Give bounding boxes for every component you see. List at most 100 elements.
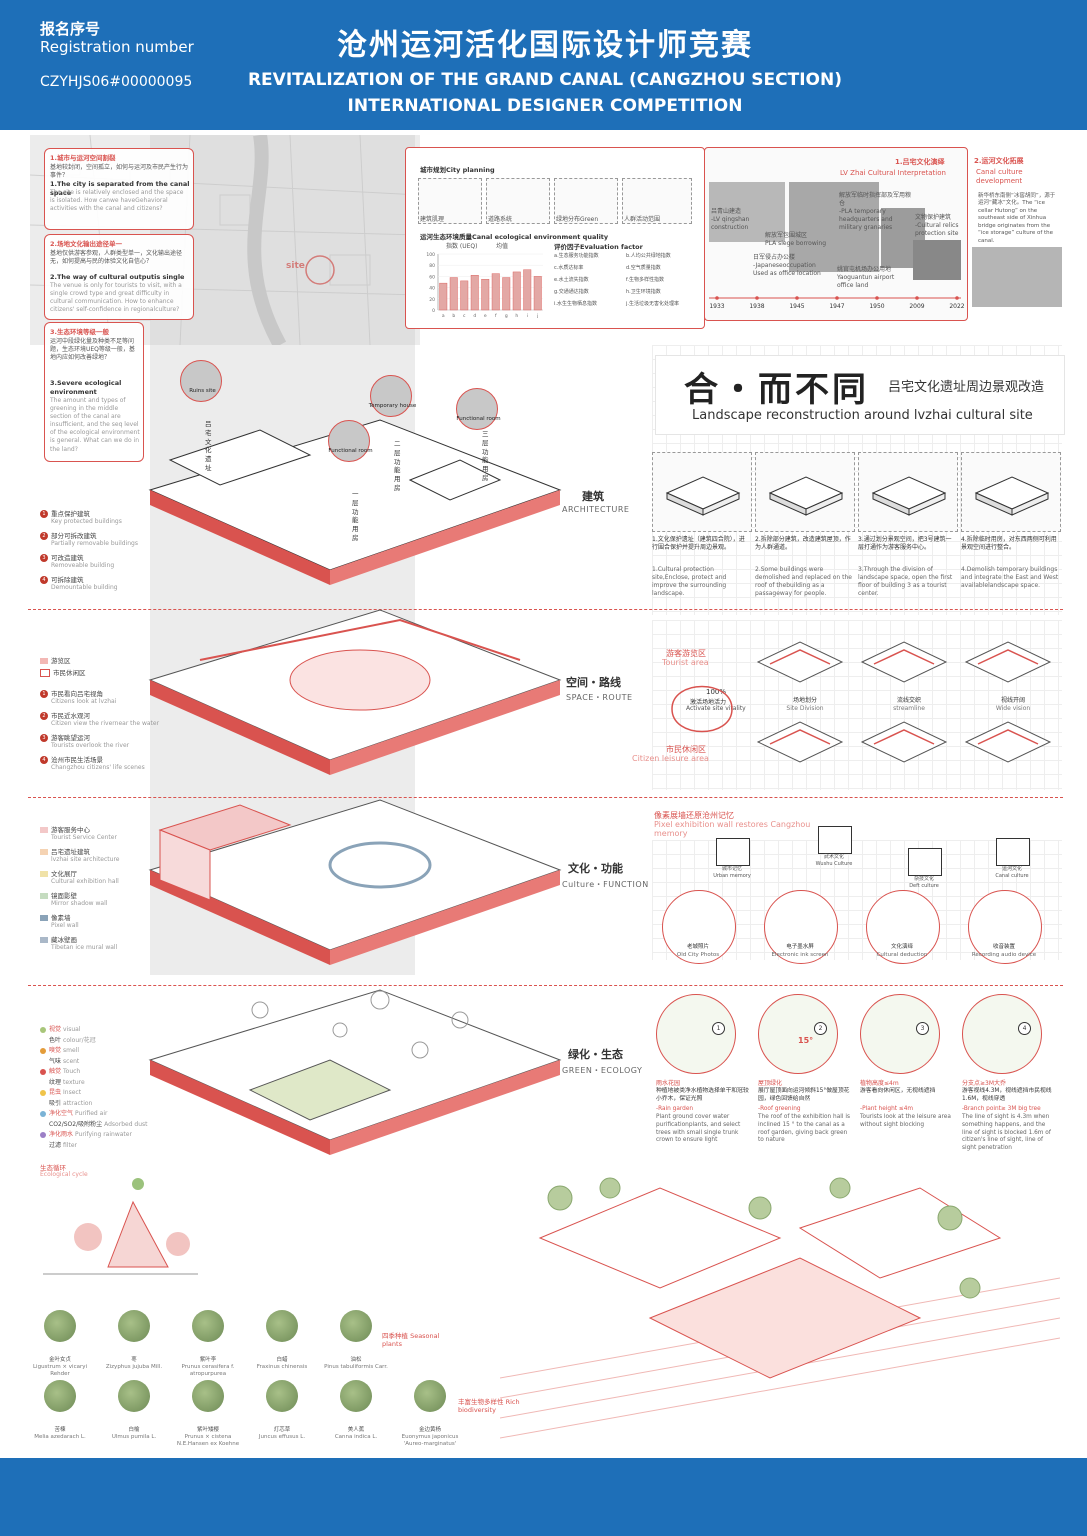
green-zoom-circle	[656, 994, 736, 1074]
vitality-en: Activate site vitality	[686, 705, 746, 712]
circle-cn: 老城照片	[686, 944, 709, 950]
legend-en: Purifying rainwater	[75, 1131, 132, 1138]
space-title-en: SPACE・ROUTE	[566, 693, 633, 702]
legend-cn: 文化展厅	[51, 870, 77, 878]
registration-label-en: Registration number	[40, 38, 194, 56]
legend-cn: 游客眺望运河	[51, 734, 90, 742]
strategy-drawing	[665, 476, 741, 516]
timeline-year: 1947	[829, 303, 844, 310]
arch-photo-circle	[328, 420, 370, 462]
timeline-year: 1933	[709, 303, 724, 310]
zoom-en-body: The roof of the exhibition hall is incli…	[758, 1114, 850, 1144]
legend-cn: 重点保护建筑	[51, 510, 90, 518]
chart-bar	[481, 279, 490, 311]
legend-cn: 藏冰壁画	[51, 936, 77, 944]
problem-2-en-body: The venue is only for tourists to visit,…	[50, 282, 182, 314]
strategy-drawing	[768, 476, 844, 516]
timeline-title-cn: 1.吕宅文化演绎	[895, 158, 945, 166]
chart-xtick-label: j	[536, 313, 538, 319]
evaluation-factor: b.人均公共绿地指数	[626, 253, 671, 259]
zoom-number-badge: 4	[1018, 1022, 1031, 1035]
legend-cn: 气味	[49, 1057, 62, 1065]
analysis-panel: 城市规划City planning 建筑肌理 道路系统 绿地分布Green 人群…	[405, 147, 705, 329]
strategy-cn: 2.拆除部分建筑，改造建筑屋顶，作为人群通道。	[755, 536, 851, 552]
division-drawing	[756, 721, 844, 763]
legend-en: lvzhai site architecture	[51, 856, 120, 863]
zoom-en-body: Tourists look at the leisure area withou…	[860, 1114, 951, 1128]
theme-en: Landscape reconstruction around lvzhai c…	[692, 408, 1033, 423]
strategy-diagram-4	[961, 452, 1061, 532]
circle-cn: 文化演绎	[890, 944, 913, 950]
zoom-cn-body: 种植地被类净水植物选择单干和冠较小乔木，保证光照	[656, 1088, 749, 1102]
timeline-event-cn: 日军侵占办公楼	[753, 254, 796, 261]
legend-cn: 市民看向吕宅视角	[51, 690, 103, 698]
legend-swatch	[40, 893, 48, 899]
legend-cn: 游览区	[51, 657, 71, 665]
legend-swatch	[40, 849, 48, 855]
timeline-event-cn: 解放军包围城区	[765, 232, 808, 239]
space-division-diagram	[958, 708, 1058, 768]
chart-xtick-label: a	[442, 314, 445, 319]
legend-dot	[40, 1131, 46, 1138]
evaluation-factor: d.空气质量指数	[626, 265, 661, 271]
legend-cn: 净化空气	[49, 1110, 74, 1117]
legend-en: Mirror shadow wall	[51, 900, 108, 907]
strategy-cn: 4.拆除临时用房，对东西两侧可利用景观空间进行整合。	[961, 536, 1057, 552]
legend-cn: 吕宅遗址建筑	[51, 848, 90, 856]
strategy-cn: 1.文化保护遗址（建筑四合院），进行围合保护并提升周边景观。	[652, 536, 745, 552]
timeline-year: 1950	[869, 303, 884, 310]
legend-cn: 净化雨水	[49, 1131, 74, 1138]
zoom-en-body: The line of sight is 4.3m when something…	[962, 1114, 1051, 1152]
legend-number-badge: 4	[40, 756, 48, 764]
city-plan-thumb-1	[418, 178, 482, 224]
space-division-diagram	[750, 708, 850, 768]
timeline-event-en: PLA siege borrowing	[765, 240, 827, 248]
roof-angle-label: 15°	[798, 1036, 814, 1045]
legend-dot	[40, 1089, 46, 1096]
timeline-year: 1938	[749, 303, 764, 310]
timeline-event-cn: 文物保护建筑	[915, 214, 952, 221]
problem-3-cn-body: 运河中段绿化量及种类不足等问题，生态环境UEQ等级一般，基地内应如何改善绿地？	[50, 338, 135, 362]
axonometric-stack	[148, 419, 562, 1155]
canal-culture-photo	[972, 247, 1062, 307]
timeline-tick	[875, 296, 879, 300]
legend-en: attraction	[63, 1099, 93, 1107]
chart-xtick-label: g	[505, 314, 508, 319]
plant-cn: 枣	[131, 1357, 137, 1363]
timeline-year: 2009	[909, 303, 924, 310]
strategy-diagram-3	[858, 452, 958, 532]
culture-title-cn: 文化・功能	[568, 862, 623, 875]
plant-cn: 白榆	[128, 1427, 140, 1433]
evaluation-title: 评价因子Evaluation factor	[554, 243, 643, 251]
legend-swatch	[40, 871, 48, 877]
culture-detail-circle	[764, 890, 838, 964]
biodiversity-label: 丰富生物多样性 Rich biodiversity	[458, 1398, 520, 1414]
evaluation-factor: f.生物多样性指数	[626, 277, 664, 283]
zoom-cn-head: 分支点≥3M大乔	[962, 1080, 1007, 1087]
timeline-photo-1	[709, 182, 785, 242]
tourist-area-cn: 游客游览区	[666, 649, 706, 658]
legend-cn: 游客服务中心	[51, 826, 90, 834]
timeline-title-en: LV Zhai Cultural Interpretation	[840, 169, 946, 177]
pixel-wall-en: Pixel exhibition wall restores Cangzhou …	[654, 820, 811, 838]
green-zoom-circle	[860, 994, 940, 1074]
plant-photo	[192, 1380, 224, 1412]
timeline-event-en: -PLA temporary headquarters and military…	[839, 208, 893, 232]
legend-cn: CO2/SO2/吸附粉尘	[49, 1120, 103, 1128]
chart-xtick-label: h	[515, 313, 518, 319]
chart-xtick-label: e	[484, 314, 487, 319]
city-plan-thumb-3	[554, 178, 618, 224]
layer-architecture	[148, 419, 562, 585]
arch-photo-circle	[180, 360, 222, 402]
timeline-event-cn: 姚官屯机场办公用地	[837, 266, 892, 273]
theme-cn-big: 合・而不同	[684, 370, 869, 410]
plant-photo	[266, 1310, 298, 1342]
plant-en: Prunus cerasifera f. atropurpurea	[181, 1364, 235, 1377]
timeline-tick	[955, 296, 959, 300]
legend-cn: 昆虫	[49, 1089, 62, 1096]
